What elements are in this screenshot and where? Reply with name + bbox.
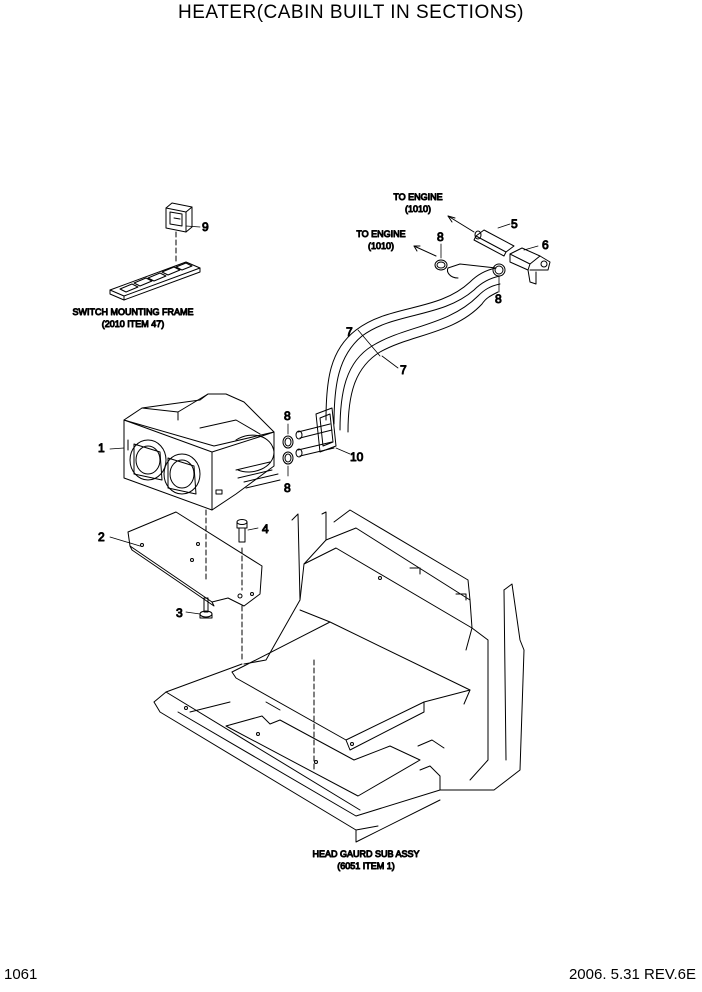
callout-6: 6 — [542, 238, 549, 252]
to-engine-caption-lower: TO ENGINE — [356, 229, 405, 239]
callout-8-lower: 8 — [284, 481, 291, 495]
callout-8-upper: 8 — [284, 409, 291, 423]
switch-part-9 — [165, 202, 193, 233]
callout-7-lower: 7 — [400, 363, 407, 377]
to-engine-arrows — [413, 215, 475, 257]
callout-5: 5 — [511, 217, 518, 231]
callout-7-upper: 7 — [346, 325, 353, 339]
mounting-plate-part-2 — [127, 511, 263, 607]
callout-2: 2 — [98, 530, 105, 544]
head-guard-reference: (6051 ITEM 1) — [337, 861, 395, 871]
callout-8-top-right: 8 — [495, 292, 502, 306]
page-title: HEATER(CABIN BUILT IN SECTIONS) — [178, 2, 524, 23]
grommet-part-10 — [295, 407, 337, 458]
heater-hoses-part-7 — [325, 263, 501, 433]
head-guard-caption: HEAD GAURD SUB ASSY — [312, 849, 419, 859]
page-number: 1061 — [4, 966, 38, 983]
callout-10: 10 — [350, 450, 364, 464]
leader-lines — [109, 223, 539, 615]
clamp-part-8 — [282, 259, 506, 465]
callout-3: 3 — [176, 606, 183, 620]
date-revision: 2006. 5.31 REV.6E — [568, 966, 696, 983]
valve-part-6 — [509, 247, 551, 285]
screw-part-4 — [236, 519, 248, 543]
fitting-part-5 — [473, 229, 515, 257]
head-guard-sub-assy — [153, 509, 525, 843]
switch-frame-reference: (2010 ITEM 47) — [102, 319, 165, 329]
heater-unit-part-1 — [123, 393, 281, 511]
to-engine-code-upper: (1010) — [405, 204, 431, 214]
callout-9: 9 — [202, 220, 209, 234]
callout-1: 1 — [98, 441, 105, 455]
callout-4: 4 — [262, 522, 269, 536]
switch-mounting-frame — [109, 261, 201, 301]
to-engine-code-lower: (1010) — [368, 241, 394, 251]
to-engine-caption-upper: TO ENGINE — [393, 192, 442, 202]
callout-8-top-left: 8 — [437, 230, 444, 244]
switch-frame-caption: SWITCH MOUNTING FRAME — [73, 307, 194, 317]
